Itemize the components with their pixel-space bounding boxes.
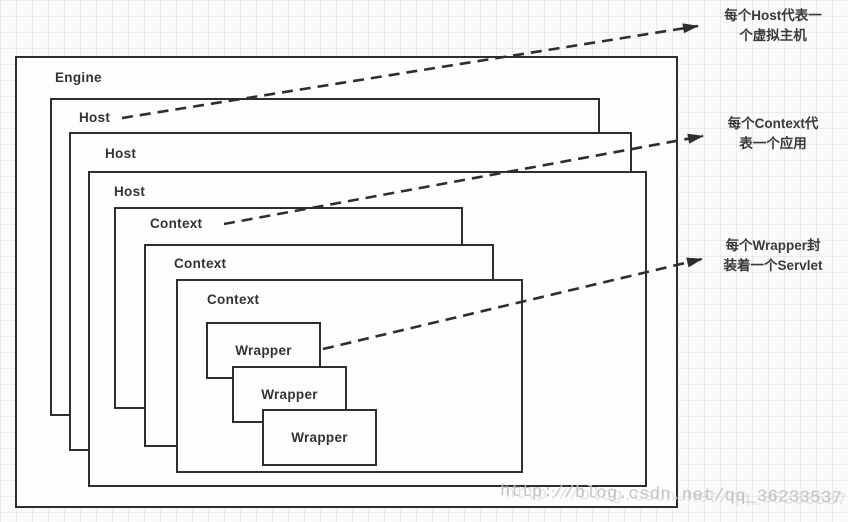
host-annotation-line-2: 个虚拟主机 [739, 28, 807, 43]
wrapper-label-3: Wrapper [291, 430, 348, 445]
host-label-3: Host [114, 184, 146, 199]
context-annotation-line-2: 表一个应用 [739, 136, 807, 151]
host-label-1: Host [79, 110, 111, 125]
wrapper-annotation-line-1: 每个Wrapper封 [725, 238, 821, 253]
wrapper-annotation: 每个Wrapper封 装着一个Servlet [702, 236, 844, 276]
wrapper-annotation-line-2: 装着一个Servlet [723, 258, 823, 273]
context-label-1: Context [150, 216, 203, 231]
context-label-2: Context [174, 256, 227, 271]
wrapper-box-3: Wrapper [262, 409, 377, 466]
host-label-2: Host [105, 146, 137, 161]
host-annotation-line-1: 每个Host代表一 [724, 8, 822, 23]
engine-label: Engine [55, 70, 102, 85]
context-label-3: Context [207, 292, 260, 307]
wrapper-label-1: Wrapper [235, 343, 292, 358]
wrapper-label-2: Wrapper [261, 387, 318, 402]
context-annotation: 每个Context代 表一个应用 [702, 114, 844, 154]
host-annotation: 每个Host代表一 个虚拟主机 [702, 6, 844, 46]
context-annotation-line-1: 每个Context代 [727, 116, 819, 131]
